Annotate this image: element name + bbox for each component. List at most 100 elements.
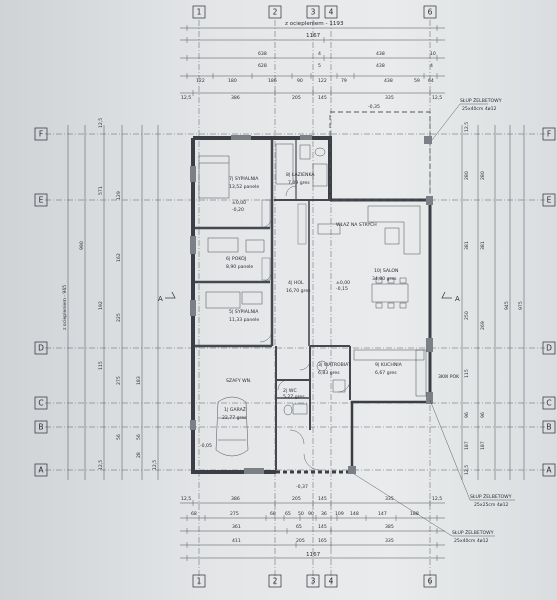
svg-text:115: 115 xyxy=(98,361,104,370)
level-mark: -0,35 xyxy=(368,104,380,110)
svg-text:335: 335 xyxy=(385,496,394,502)
grid-col-label: 1 xyxy=(197,577,202,586)
svg-text:8,90 panele: 8,90 panele xyxy=(226,264,253,270)
svg-text:90: 90 xyxy=(308,511,314,517)
svg-text:386: 386 xyxy=(231,95,240,101)
svg-text:12,5: 12,5 xyxy=(152,460,158,470)
wardrobe-note: SZAFY WN. xyxy=(226,378,252,384)
level-mark: ±0,00 xyxy=(336,280,350,286)
svg-text:4| HOL: 4| HOL xyxy=(288,280,304,286)
terrace-outline xyxy=(329,111,431,201)
svg-text:9| KUCHNIA: 9| KUCHNIA xyxy=(375,362,403,368)
svg-text:205: 205 xyxy=(292,95,301,101)
svg-text:12,5: 12,5 xyxy=(432,496,442,502)
grid-col-label: 1 xyxy=(197,8,202,17)
grid-row-label: A xyxy=(546,466,552,475)
room-kitchen-9: 9| KUCHNIA 6,67 gres xyxy=(375,362,403,376)
svg-text:68: 68 xyxy=(191,511,197,517)
grid-col-label: 4 xyxy=(329,577,334,586)
svg-text:411: 411 xyxy=(232,538,241,544)
level-mark: ±0,00 xyxy=(232,200,246,206)
svg-text:122: 122 xyxy=(318,78,327,84)
svg-text:335: 335 xyxy=(385,538,394,544)
column-callout-bottom-right-size: 25x25cm 4ø12 xyxy=(474,502,509,508)
room-garage-1: 1| GARAŻ 22,77 gres xyxy=(222,406,247,421)
svg-text:12,5: 12,5 xyxy=(464,465,470,475)
svg-text:275: 275 xyxy=(230,511,239,517)
svg-text:145: 145 xyxy=(318,496,327,502)
svg-text:205: 205 xyxy=(296,538,305,544)
svg-text:162: 162 xyxy=(116,253,122,262)
grid-col-label: 4 xyxy=(329,8,334,17)
svg-text:4: 4 xyxy=(430,63,433,69)
grid-lines-vertical xyxy=(198,20,431,585)
svg-text:6,83 gres: 6,83 gres xyxy=(318,370,340,376)
grid-row-label: C xyxy=(546,399,551,408)
svg-text:59: 59 xyxy=(414,78,420,84)
grid-col-label: 3 xyxy=(311,577,316,586)
svg-text:2| WC: 2| WC xyxy=(283,388,297,394)
svg-text:11,33 panele: 11,33 panele xyxy=(229,317,259,323)
grid-row-label: F xyxy=(39,130,43,139)
svg-text:4: 4 xyxy=(318,51,321,57)
room-wc-2: 2| WC 5,27 gres xyxy=(283,388,305,400)
bottom-overall-dim: 1167 xyxy=(306,552,321,558)
svg-text:28: 28 xyxy=(136,452,142,458)
svg-text:65: 65 xyxy=(296,524,302,530)
svg-text:990: 990 xyxy=(79,241,85,250)
svg-text:8| ŁAZIENKA: 8| ŁAZIENKA xyxy=(286,172,315,178)
room-bedroom-5: 5| SYPIALNIA 11,33 panele xyxy=(229,309,259,323)
room-living-10: 10| SALON 34,80 gres xyxy=(372,268,398,282)
grid-row-label: F xyxy=(547,130,551,139)
svg-text:335: 335 xyxy=(385,95,394,101)
furniture xyxy=(198,143,427,457)
svg-text:381: 381 xyxy=(464,241,470,250)
bottom-dim-row1: 12,5 386 205 145 335 12,5 xyxy=(181,496,442,502)
svg-text:12,5: 12,5 xyxy=(98,460,104,470)
bottom-dim-row3: 361 65 145 385 xyxy=(232,524,394,530)
svg-text:36: 36 xyxy=(321,511,327,517)
svg-text:115: 115 xyxy=(464,369,470,378)
svg-text:12,5: 12,5 xyxy=(464,122,470,132)
column-callout-bottom-right: SŁUP ŻELBETOWY xyxy=(470,493,512,500)
svg-text:96: 96 xyxy=(464,412,470,418)
bottom-dim-row2: 68 275 68 65 50 90 36 109 148 147 188 xyxy=(191,511,419,517)
annotations: SŁUP ŻELBETOWY 25x40cm 4ø12 SŁUP ŻELBETO… xyxy=(200,97,515,544)
svg-text:628: 628 xyxy=(258,63,267,69)
svg-text:386: 386 xyxy=(231,496,240,502)
grid-row-label: E xyxy=(547,196,552,205)
svg-text:12,5: 12,5 xyxy=(181,496,191,502)
svg-text:6,67 gres: 6,67 gres xyxy=(375,370,397,376)
svg-text:6| POKÓJ: 6| POKÓJ xyxy=(226,255,246,262)
svg-text:638: 638 xyxy=(258,51,267,57)
top-dimension-lines xyxy=(180,25,445,96)
svg-text:16,70 gres: 16,70 gres xyxy=(286,288,311,294)
svg-text:165: 165 xyxy=(318,538,327,544)
svg-text:205: 205 xyxy=(292,496,301,502)
grid-row-label: C xyxy=(38,399,43,408)
svg-text:56: 56 xyxy=(136,434,142,440)
room-boiler-3: 3| WATROBIAT 6,83 gres xyxy=(318,362,351,376)
section-line xyxy=(165,291,452,299)
svg-text:96: 96 xyxy=(480,412,486,418)
svg-text:3| WATROBIAT: 3| WATROBIAT xyxy=(318,362,351,368)
svg-text:571: 571 xyxy=(98,186,104,195)
grid-row-label: D xyxy=(546,344,552,353)
left-caption: z ociepleniem - 965 xyxy=(62,285,68,330)
svg-text:183: 183 xyxy=(136,376,142,385)
svg-text:7,09 gres: 7,09 gres xyxy=(288,180,310,186)
svg-text:109: 109 xyxy=(335,511,344,517)
attic-hatch xyxy=(317,223,341,235)
level-mark: -0,20 xyxy=(232,207,244,213)
svg-text:280: 280 xyxy=(480,171,486,180)
grid-col-label: 3 xyxy=(311,8,316,17)
svg-text:147: 147 xyxy=(378,511,387,517)
svg-text:361: 361 xyxy=(232,524,241,530)
svg-text:65: 65 xyxy=(285,511,291,517)
grid-row-label: B xyxy=(38,423,43,432)
grid-row-label: A xyxy=(38,466,44,475)
section-mark-right: A xyxy=(455,295,460,303)
svg-text:34,80 gres: 34,80 gres xyxy=(372,276,397,282)
